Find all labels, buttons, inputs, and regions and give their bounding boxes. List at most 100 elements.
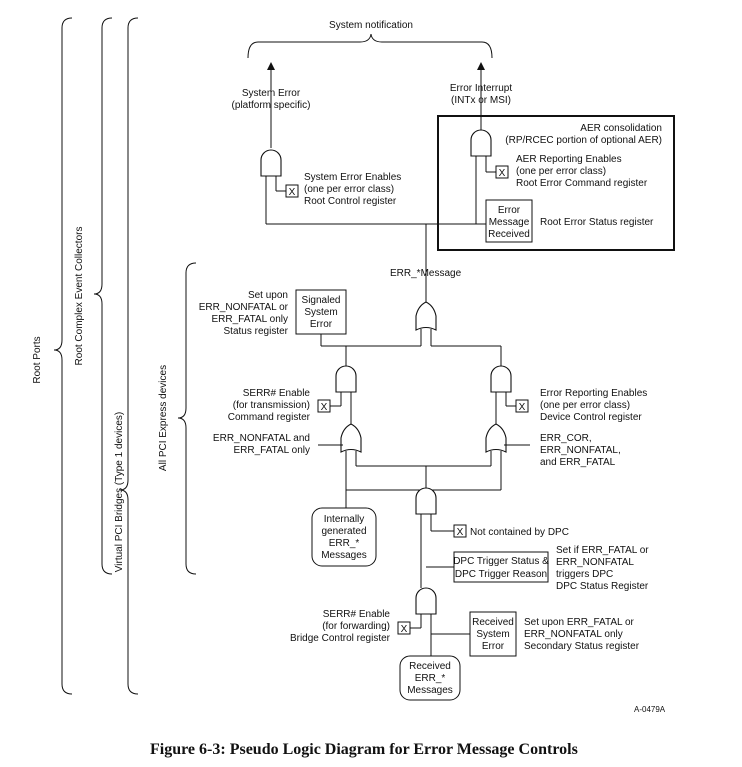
svg-text:Root Control register: Root Control register xyxy=(304,196,397,207)
svg-text:Set if ERR_FATAL or: Set if ERR_FATAL or xyxy=(556,545,649,556)
serr-enable-forwarding-label: SERR# Enable (for forwarding) Bridge Con… xyxy=(290,609,391,644)
svg-text:SERR# Enable: SERR# Enable xyxy=(323,609,391,620)
svg-text:Set upon ERR_FATAL or: Set upon ERR_FATAL or xyxy=(524,617,635,628)
set-if-fatal-label: Set if ERR_FATAL or ERR_NONFATAL trigger… xyxy=(556,545,649,592)
right-or-gate xyxy=(485,423,507,453)
svg-text:Received: Received xyxy=(409,661,451,672)
serr-transmission-checkbox[interactable] xyxy=(317,399,331,413)
aer-and-gate xyxy=(470,129,492,157)
serr-enable-transmission-label: SERR# Enable (for transmission) Command … xyxy=(228,388,311,423)
error-interrupt-label: Error Interrupt (INTx or MSI) xyxy=(450,83,512,106)
svg-text:Received: Received xyxy=(488,229,530,240)
serr-forwarding-and-gate xyxy=(415,587,437,615)
svg-text:Messages: Messages xyxy=(321,550,367,561)
bracket-all-pci: All PCI Express devices xyxy=(158,262,197,575)
system-error-enables-checkbox[interactable] xyxy=(285,184,299,198)
svg-text:Command register: Command register xyxy=(228,412,311,423)
svg-text:(RP/RCEC portion of optional A: (RP/RCEC portion of optional AER) xyxy=(505,135,662,146)
svg-text:Error: Error xyxy=(498,205,521,216)
error-reporting-enables-label: Error Reporting Enables (one per error c… xyxy=(540,388,647,423)
svg-text:SERR# Enable: SERR# Enable xyxy=(243,388,311,399)
svg-text:(one per error class): (one per error class) xyxy=(304,184,394,195)
internally-generated-box xyxy=(311,507,377,567)
error-reporting-and-gate xyxy=(490,365,512,393)
system-notification-brace xyxy=(247,33,493,59)
received-err-label: Received ERR_* Messages xyxy=(407,661,453,696)
err-nonfatal-fatal-only-label: ERR_NONFATAL and ERR_FATAL only xyxy=(213,433,310,456)
error-message-received-box xyxy=(485,199,533,243)
bracket-root-ports-label: Root Ports xyxy=(32,336,43,383)
serr-forwarding-checkbox[interactable] xyxy=(397,621,411,635)
svg-text:DPC Trigger Reason: DPC Trigger Reason xyxy=(455,569,547,580)
bracket-rcec: Root Complex Event Collectors xyxy=(74,17,113,575)
svg-text:(one per error class): (one per error class) xyxy=(540,400,630,411)
aer-consolidation-label: AER consolidation (RP/RCEC portion of op… xyxy=(505,123,662,146)
err-message-or-gate xyxy=(415,301,437,331)
svg-text:Device Control register: Device Control register xyxy=(540,412,642,423)
error-message-received-label: Error Message Received xyxy=(488,205,530,240)
svg-text:ERR_NONFATAL or: ERR_NONFATAL or xyxy=(199,302,289,313)
root-error-status-register-label: Root Error Status register xyxy=(540,217,654,228)
aer-consolidation-box xyxy=(437,115,675,251)
svg-text:(one per error class): (one per error class) xyxy=(516,166,606,177)
svg-text:generated: generated xyxy=(321,526,366,537)
aer-reporting-checkbox-mark: X xyxy=(499,168,506,179)
svg-text:Secondary Status register: Secondary Status register xyxy=(524,641,640,652)
serr-forwarding-checkbox-mark: X xyxy=(401,624,408,635)
received-system-error-box xyxy=(469,611,517,657)
error-reporting-checkbox[interactable] xyxy=(515,399,529,413)
svg-text:Set upon: Set upon xyxy=(248,290,288,301)
svg-text:Signaled: Signaled xyxy=(302,295,341,306)
err-message-label: ERR_*Message xyxy=(390,268,462,279)
svg-text:ERR_*: ERR_* xyxy=(329,538,360,549)
svg-text:ERR_NONFATAL: ERR_NONFATAL xyxy=(556,557,634,568)
svg-text:(for forwarding): (for forwarding) xyxy=(322,621,390,632)
signaled-system-error-label: Signaled System Error xyxy=(302,295,341,330)
set-upon-secondary-label: Set upon ERR_FATAL or ERR_NONFATAL only … xyxy=(524,617,640,652)
received-err-box xyxy=(399,655,461,701)
svg-text:System Error Enables: System Error Enables xyxy=(304,172,401,183)
svg-text:Error Interrupt: Error Interrupt xyxy=(450,83,512,94)
svg-text:System: System xyxy=(476,629,509,640)
svg-text:Status register: Status register xyxy=(224,326,289,337)
bracket-all-pci-label: All PCI Express devices xyxy=(158,365,169,471)
svg-text:Received: Received xyxy=(472,617,514,628)
svg-text:ERR_NONFATAL and: ERR_NONFATAL and xyxy=(213,433,310,444)
svg-text:Error Reporting Enables: Error Reporting Enables xyxy=(540,388,647,399)
not-contained-dpc-checkbox-mark: X xyxy=(457,527,464,538)
svg-text:(INTx or MSI): (INTx or MSI) xyxy=(451,95,511,106)
svg-text:System: System xyxy=(304,307,337,318)
dpc-trigger-box xyxy=(453,551,549,583)
svg-text:(for transmission): (for transmission) xyxy=(233,400,310,411)
system-notification-label: System notification xyxy=(329,20,413,31)
system-error-enables-checkbox-mark: X xyxy=(289,187,296,198)
svg-text:DPC Status Register: DPC Status Register xyxy=(556,581,649,592)
svg-text:Message: Message xyxy=(489,217,530,228)
svg-text:ERR_COR,: ERR_COR, xyxy=(540,433,592,444)
dpc-and-gate xyxy=(415,487,437,515)
svg-text:Internally: Internally xyxy=(324,514,365,525)
not-contained-dpc-checkbox[interactable] xyxy=(453,524,467,538)
svg-text:and ERR_FATAL: and ERR_FATAL xyxy=(540,457,616,468)
aer-reporting-enables-label: AER Reporting Enables (one per error cla… xyxy=(516,154,648,189)
svg-text:ERR_*: ERR_* xyxy=(415,673,446,684)
set-upon-label: Set upon ERR_NONFATAL or ERR_FATAL only … xyxy=(199,290,289,337)
internally-generated-label: Internally generated ERR_* Messages xyxy=(321,514,367,561)
system-error-label: System Error (platform specific) xyxy=(232,88,311,111)
signaled-system-error-box xyxy=(295,289,347,335)
svg-text:Error: Error xyxy=(310,319,333,330)
error-reporting-checkbox-mark: X xyxy=(519,402,526,413)
svg-text:triggers DPC: triggers DPC xyxy=(556,569,613,580)
err-cor-list-label: ERR_COR, ERR_NONFATAL, and ERR_FATAL xyxy=(540,433,621,468)
svg-text:ERR_FATAL only: ERR_FATAL only xyxy=(233,445,310,456)
figure-caption: Figure 6-3: Pseudo Logic Diagram for Err… xyxy=(150,741,578,758)
bracket-rcec-label: Root Complex Event Collectors xyxy=(74,227,85,366)
bracket-root-ports: Root Ports xyxy=(32,17,73,695)
svg-text:DPC Trigger Status &: DPC Trigger Status & xyxy=(453,556,549,567)
svg-text:System Error: System Error xyxy=(242,88,301,99)
bracket-virtual-pci-label: Virtual PCI Bridges (Type 1 devices) xyxy=(114,412,125,572)
aer-reporting-checkbox[interactable] xyxy=(495,165,509,179)
system-error-enables-label: System Error Enables (one per error clas… xyxy=(304,172,401,207)
dpc-trigger-label: DPC Trigger Status & DPC Trigger Reason xyxy=(453,556,549,580)
left-or-gate xyxy=(340,423,362,453)
